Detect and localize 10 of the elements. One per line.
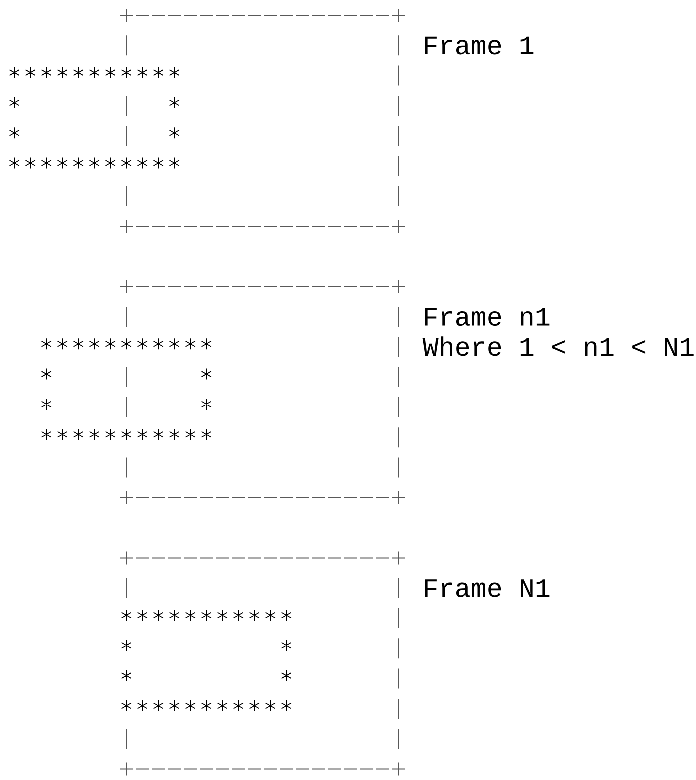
frame-label: Frame n1: [425, 308, 550, 326]
frame-box: [120, 551, 406, 776]
frame-label: Where 1 < n1 < N1: [422, 336, 694, 356]
star-box: [9, 66, 180, 170]
frame-box: [120, 8, 406, 234]
star-box: [121, 610, 292, 712]
frame-label: Frame N1: [425, 580, 550, 598]
star-box: [41, 338, 212, 441]
frame-box: [120, 280, 406, 505]
frame-label: Frame 1: [425, 36, 534, 55]
